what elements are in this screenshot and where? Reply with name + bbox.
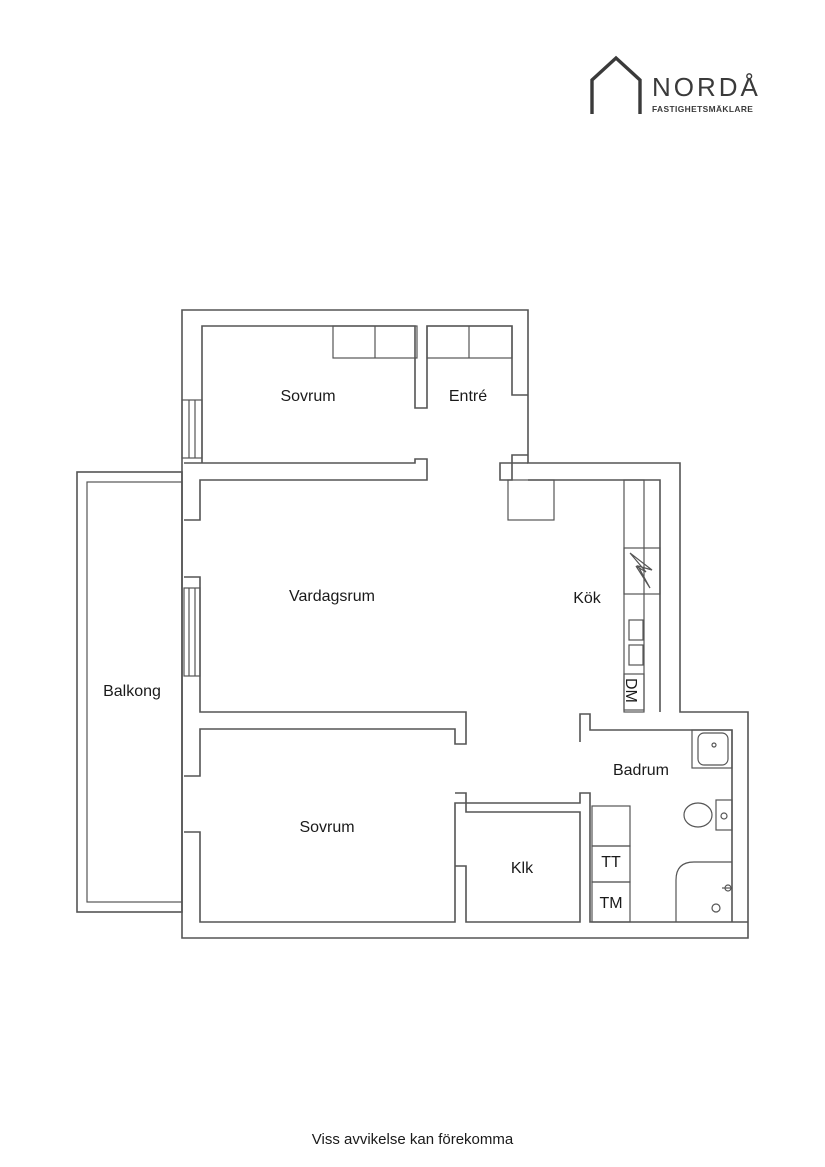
room-label-balkong: Balkong (103, 683, 161, 700)
room-label-sovrum-top: Sovrum (280, 388, 335, 405)
room-label-sovrum-bottom: Sovrum (299, 819, 354, 836)
bathroom-walls (579, 713, 733, 922)
disclaimer-footer: Viss avvikelse kan förekomma (311, 1131, 514, 1148)
room-label-klk: Klk (511, 860, 534, 877)
dryer-label: TT (601, 854, 621, 871)
room-label-entre: Entré (449, 388, 487, 405)
wardrobes-bedroom (332, 325, 418, 359)
room-label-kok: Kök (573, 590, 602, 607)
laundry-units (591, 805, 631, 923)
sink-icon (691, 729, 733, 769)
washer-label: TM (599, 895, 622, 912)
hall-kitchen-wall (499, 454, 528, 481)
window-living-room (183, 587, 201, 677)
dishwasher-label: DM (622, 678, 639, 703)
balcony (76, 471, 183, 913)
bedroom-top-walls (184, 325, 528, 521)
kitchen-walls (528, 479, 661, 712)
room-label-vardagsrum: Vardagsrum (289, 588, 375, 605)
company-logo: NORDÅ FASTIGHETSMÄKLARE (588, 54, 788, 118)
wardrobes-hall (426, 325, 513, 359)
house-outline-icon (590, 55, 642, 114)
chimney-column (507, 479, 555, 521)
logo-tagline: FASTIGHETSMÄKLARE (652, 104, 754, 114)
kitchen-counter (623, 479, 661, 713)
bedroom-bottom-walls (184, 792, 748, 923)
outer-wall-outline (181, 309, 749, 939)
living-room-walls (184, 576, 467, 777)
room-label-badrum: Badrum (613, 762, 669, 779)
toilet-icon (683, 799, 733, 831)
window-bedroom-top (181, 399, 203, 459)
shower-icon (675, 861, 732, 922)
logo-brand-name: NORDÅ (652, 72, 761, 102)
